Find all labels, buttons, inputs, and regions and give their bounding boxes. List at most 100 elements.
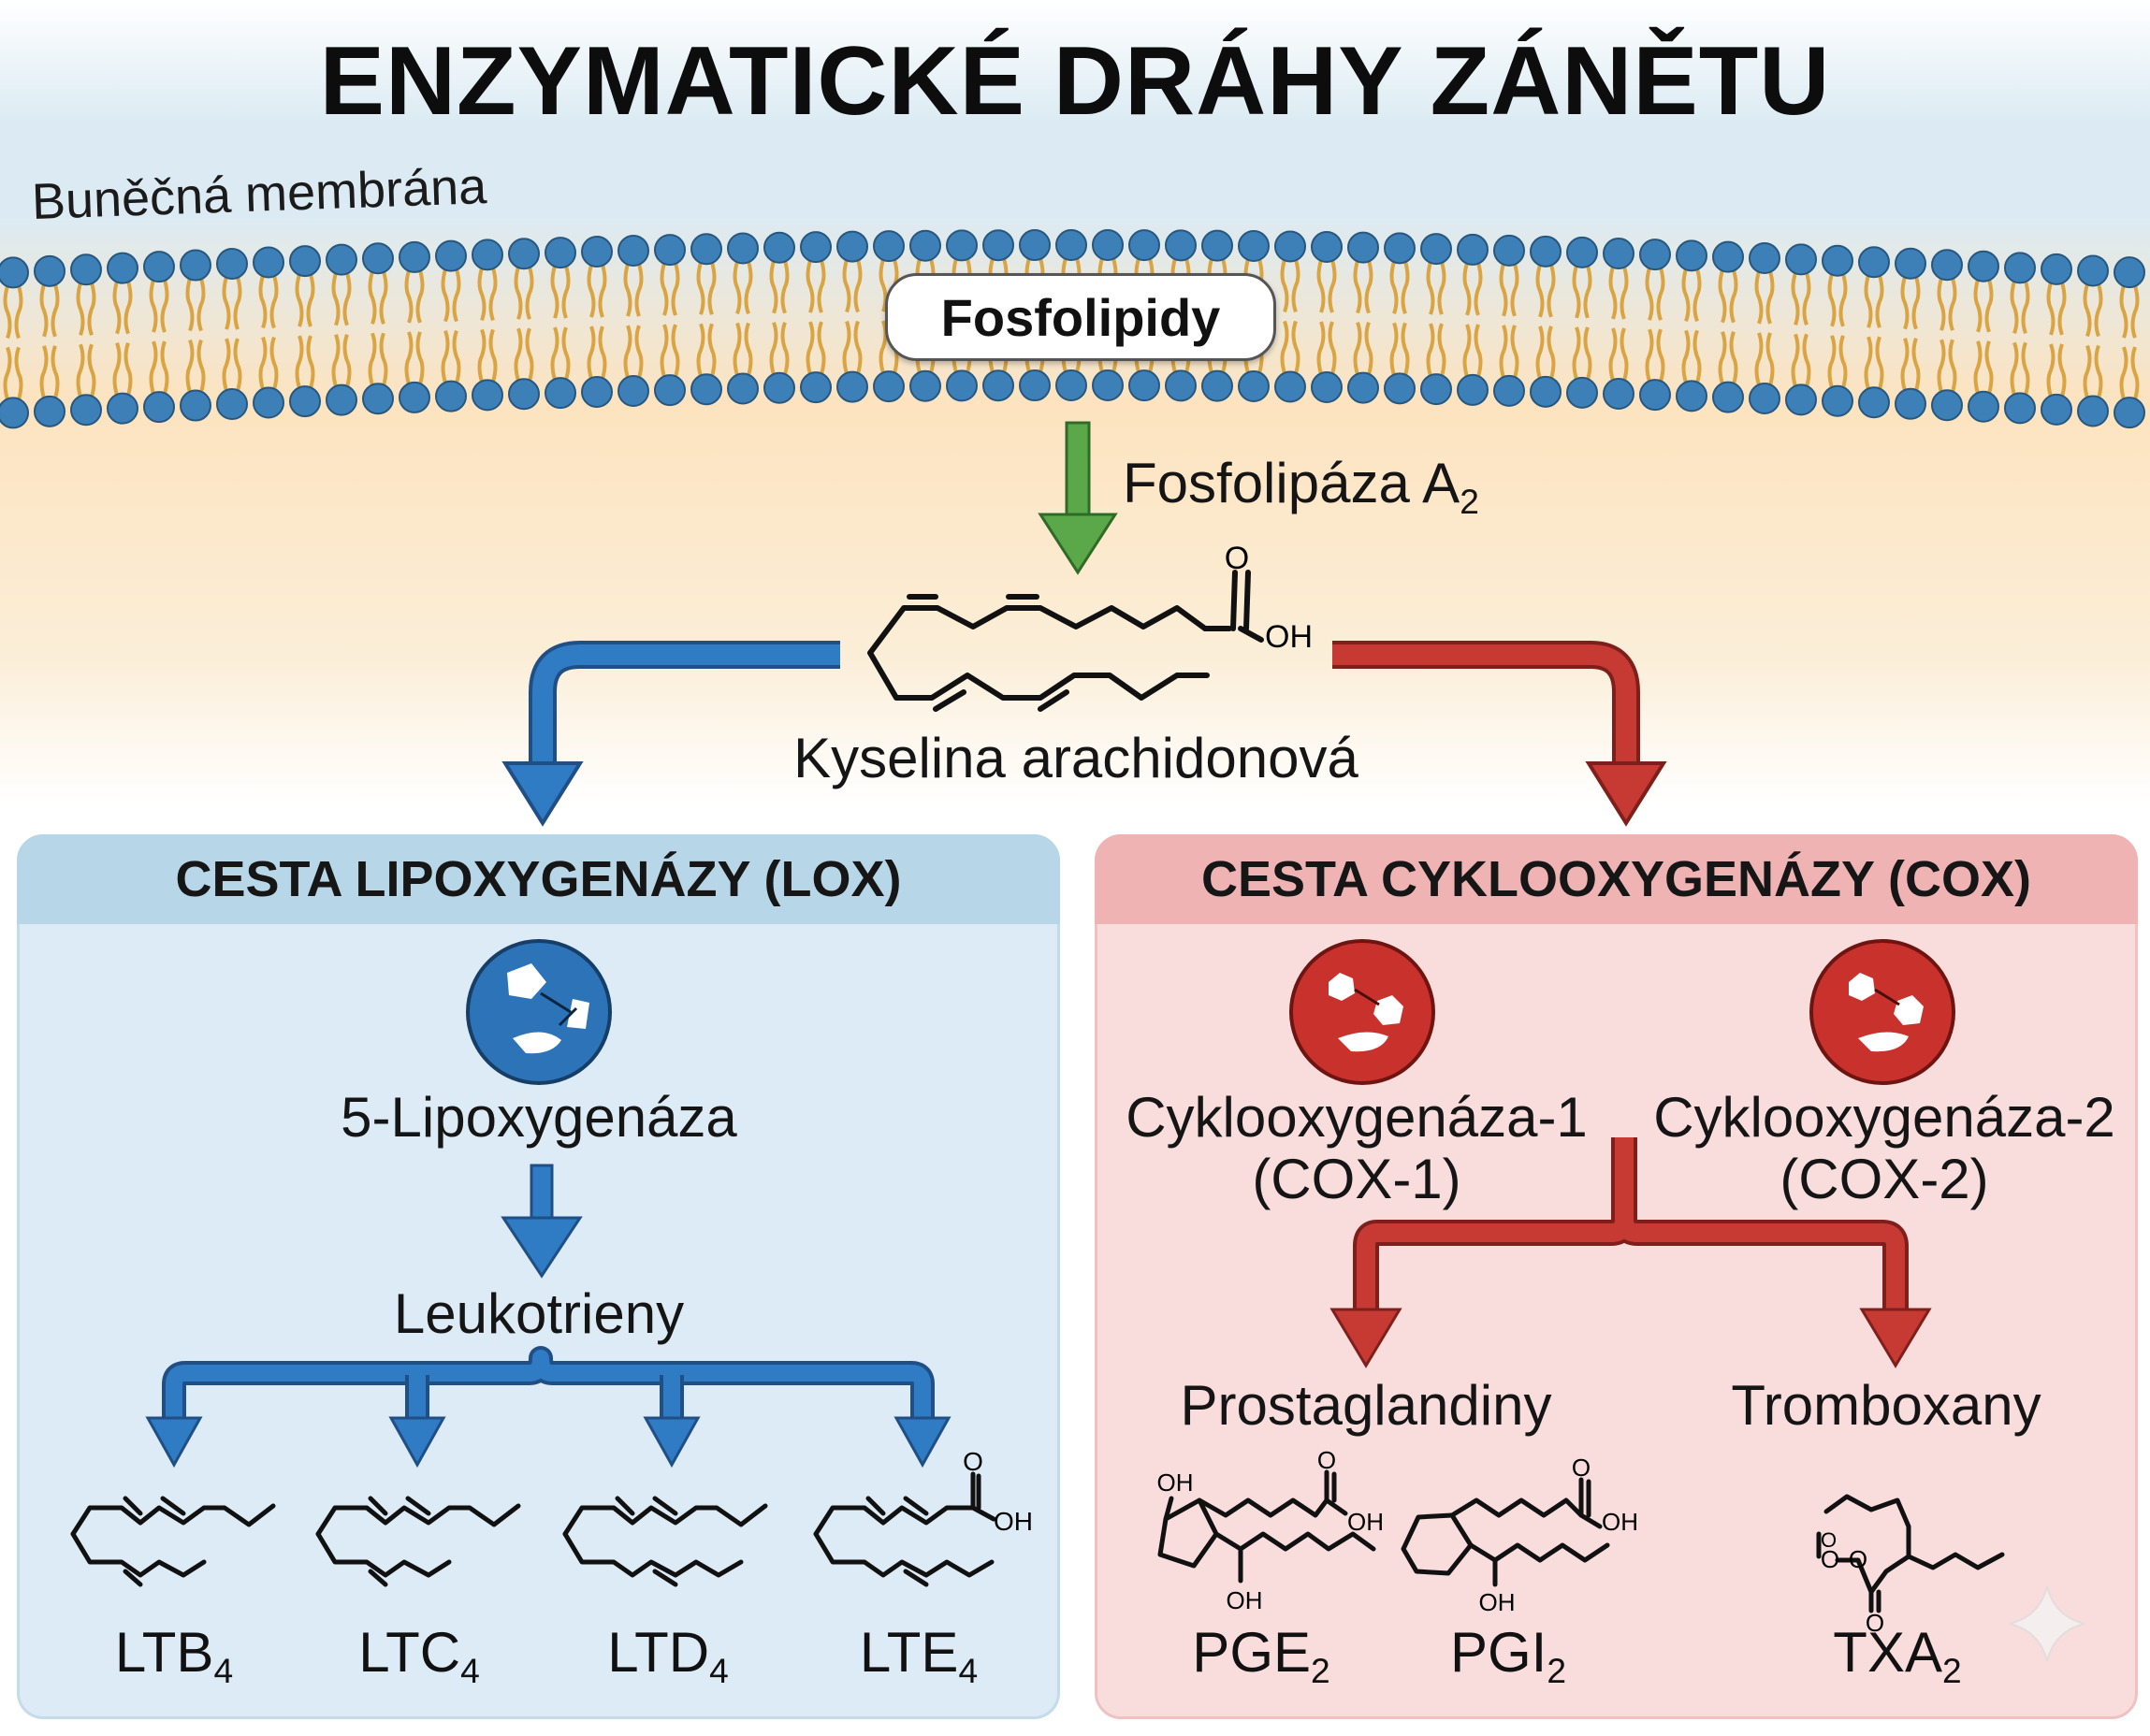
lipid-tail	[1973, 340, 1994, 395]
lipid-tail	[1827, 273, 1848, 327]
lipid-tail	[1791, 333, 1811, 387]
enzyme-cox1-icon	[1289, 939, 1435, 1085]
lipid-head	[1566, 236, 1598, 268]
cox-branch-arrow	[1332, 641, 1667, 827]
lipid-head	[472, 239, 503, 271]
lipid-tail	[1973, 279, 1994, 333]
lipid-tail	[769, 322, 790, 376]
lipid-head	[180, 389, 211, 422]
lipid-head	[1055, 369, 1087, 402]
lipid-head	[1457, 373, 1489, 406]
lipid-tail	[404, 331, 425, 385]
lipid-tail	[112, 341, 133, 397]
lipid-tail	[2119, 346, 2140, 400]
lipid-tail	[2046, 343, 2067, 398]
lipid-tail	[39, 345, 60, 399]
lipid-head	[1785, 383, 1817, 416]
lipid-tail	[185, 278, 206, 332]
lte4-oxygen: O	[963, 1447, 983, 1476]
lipid-head	[1384, 232, 1416, 265]
lipid-tail	[1681, 268, 1702, 323]
lipid-tail	[733, 322, 753, 376]
lipid-head	[1603, 377, 1634, 410]
lipid-tail	[1645, 328, 1665, 383]
pgi2-structure	[1401, 1477, 1610, 1587]
lipid-head	[2114, 397, 2145, 429]
lipid-head	[1092, 229, 1124, 262]
lipid-head	[946, 229, 978, 262]
lipid-tail	[331, 333, 352, 388]
lipid-head	[1968, 250, 1999, 282]
pge2-label: PGE2	[1158, 1620, 1364, 1690]
lipid-head	[34, 395, 65, 427]
lipid-tail	[1608, 266, 1629, 320]
lipid-tail	[441, 268, 461, 323]
lipid-head	[545, 237, 576, 269]
cox-pathway-title: CESTA CYKLOOXYGENÁZY (COX)	[1095, 834, 2138, 924]
lipid-tail	[368, 270, 388, 325]
lipid-tail	[1827, 335, 1848, 389]
lipid-tail	[1937, 339, 1957, 393]
lipid-tail	[149, 340, 169, 395]
lipid-head	[727, 232, 759, 265]
lipid-head	[909, 369, 941, 402]
lipid-head	[435, 380, 467, 412]
lipid-head	[1384, 372, 1416, 405]
lipid-head	[836, 230, 868, 263]
lipid-tail	[222, 338, 242, 392]
lipid-tail	[76, 282, 96, 336]
lipid-tail	[660, 262, 680, 316]
lipid-head	[399, 381, 430, 413]
lipid-head	[1055, 229, 1087, 262]
arachidonic-oxygen: O	[1225, 541, 1249, 576]
lipid-head	[763, 231, 795, 264]
lipid-head	[143, 251, 175, 283]
cox1-abbr: (COX-1)	[1252, 1148, 1461, 1210]
lipid-head	[2077, 254, 2109, 287]
pla2-arrow	[1038, 421, 1118, 575]
lipid-tail	[1462, 262, 1483, 316]
lipid-tail	[185, 339, 206, 394]
lipid-head	[1931, 249, 1963, 282]
lox-branch-arrow	[501, 641, 840, 827]
lipid-head	[1676, 239, 1707, 272]
lipid-tail	[550, 265, 571, 319]
lipid-head	[800, 231, 832, 264]
lipid-head	[1128, 229, 1160, 262]
lipid-head	[2004, 392, 2036, 425]
lipid-head	[326, 383, 357, 416]
lipid-tail	[1353, 260, 1373, 314]
lipid-head	[1311, 231, 1343, 264]
lipid-head	[1274, 230, 1306, 263]
lipid-tail	[1900, 276, 1921, 330]
lipid-tail	[222, 276, 242, 330]
txa2-o-ring: O	[1821, 1545, 1839, 1573]
lipid-tail	[1389, 322, 1410, 376]
lipid-tail	[1389, 260, 1410, 314]
prostaglandins-label: Prostaglandiny	[1180, 1374, 1552, 1437]
lipid-head	[982, 369, 1014, 402]
lipid-tail	[477, 267, 498, 322]
pge2-oxygen: O	[1317, 1446, 1336, 1474]
lipid-tail	[3, 284, 23, 340]
lox-pathway-title: CESTA LIPOXYGENÁZY (LOX)	[17, 834, 1060, 924]
lipid-tail	[295, 273, 315, 327]
lipid-head	[1274, 370, 1306, 403]
lipid-tail	[1280, 258, 1300, 313]
lipid-tail	[149, 279, 169, 333]
lipid-head	[1165, 229, 1197, 262]
lipid-head	[581, 236, 613, 268]
lipid-head	[289, 385, 321, 418]
lipid-head	[1238, 230, 1270, 263]
lipid-head	[1822, 244, 1853, 277]
cox2-abbr: (COX-2)	[1780, 1148, 1989, 1210]
lipid-tail	[806, 259, 826, 313]
thromboxanes-label: Tromboxany	[1731, 1374, 2041, 1437]
lipid-head	[362, 383, 394, 415]
lipid-tail	[623, 325, 644, 379]
lipid-head	[1968, 390, 1999, 423]
lipid-tail	[1535, 326, 1556, 380]
pge2-main: PGE	[1192, 1621, 1312, 1684]
txa2-label: TXA2	[1794, 1620, 2000, 1690]
